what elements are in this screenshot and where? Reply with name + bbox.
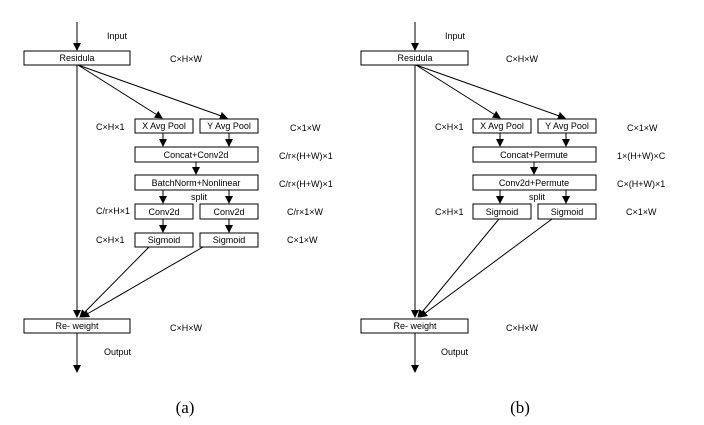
conv2d-left-box [134,203,194,220]
arrow-to-x-pool [77,64,163,119]
y-avg-pool-label: Y Avg Pool [207,121,251,131]
batchnorm-nonlinear-box [134,174,259,191]
conv2d-left-dim: C/r×H×1 [96,206,130,216]
concat-permute-label: Concat+Permute [500,150,568,160]
conv2d-right-label: Conv2d [213,207,244,217]
conv2d-right-dim: C/r×1×W [287,207,324,217]
reweight-dim: C×H×W [170,323,203,333]
residual-label: Residula [59,53,94,63]
sigmoid-right-label: Sigmoid [551,207,584,217]
split-label: split [529,192,546,202]
y-avg-pool-box [537,118,597,134]
x-avg-pool-label: X Avg Pool [480,121,524,131]
sigmoid-right-box [537,203,597,220]
output-label: Output [104,347,132,357]
sigmoid-left-label: Sigmoid [486,207,519,217]
y-avg-pool-label: Y Avg Pool [545,121,589,131]
sigmoid-left-box [472,203,532,220]
residual-dim: C×H×W [170,54,203,64]
arrow-to-x-pool [415,64,501,119]
concat-permute-dim: 1×(H+W)×C [617,151,666,161]
arrow-sigmoid-left-to-reweight [417,218,500,318]
arrow-to-y-pool [77,64,228,120]
y-pool-dim: C×1×W [290,123,321,133]
x-pool-dim: C×H×1 [435,122,464,132]
sigmoid-right-box [199,232,259,248]
sigmoid-right-dim: C×1×W [626,207,657,217]
batchnorm-nonlinear-label: BatchNorm+Nonlinear [152,178,241,188]
conv2d-permute-label: Conv2d+Permute [499,178,569,188]
residual-dim: C×H×W [506,54,539,64]
diagram-a: Input Residula C×H×W X Avg Pool Y Avg Po… [23,22,333,417]
concat-conv2d-label: Concat+Conv2d [164,150,229,160]
input-label: Input [445,31,466,41]
caption-a: (a) [176,398,195,417]
diagram-b: Input Residula C×H×W X Avg Pool Y Avg Po… [360,22,666,417]
sigmoid-right-label: Sigmoid [213,235,246,245]
arrow-sigmoid-left-to-reweight [79,246,150,318]
input-label: Input [107,31,128,41]
sigmoid-right-dim: C×1×W [287,235,318,245]
conv2d-left-label: Conv2d [148,207,179,217]
x-avg-pool-label: X Avg Pool [142,121,186,131]
output-label: Output [441,347,469,357]
conv2d-permute-dim: C×(H+W)×1 [617,179,665,189]
sigmoid-left-box [134,232,194,248]
arrow-sigmoid-right-to-reweight [81,246,204,318]
x-avg-pool-box [134,118,194,134]
sigmoid-left-dim: C×H×1 [96,235,125,245]
split-label: split [191,192,208,202]
arrow-sigmoid-right-to-reweight [419,218,553,318]
residual-label: Residula [397,53,432,63]
sigmoid-left-dim: C×H×1 [435,207,464,217]
arrow-to-y-pool [415,64,566,120]
batchnorm-nonlinear-dim: C/r×(H+W)×1 [279,179,333,189]
reweight-label: Re- weight [55,321,99,331]
caption-b: (b) [510,398,530,417]
y-pool-dim: C×1×W [627,123,658,133]
concat-conv2d-dim: C/r×(H+W)×1 [279,151,333,161]
sigmoid-left-label: Sigmoid [148,235,181,245]
conv2d-permute-box [472,174,597,191]
reweight-dim: C×H×W [506,323,539,333]
reweight-label: Re- weight [393,321,437,331]
x-avg-pool-box [472,118,532,134]
x-pool-dim: C×H×1 [96,122,125,132]
